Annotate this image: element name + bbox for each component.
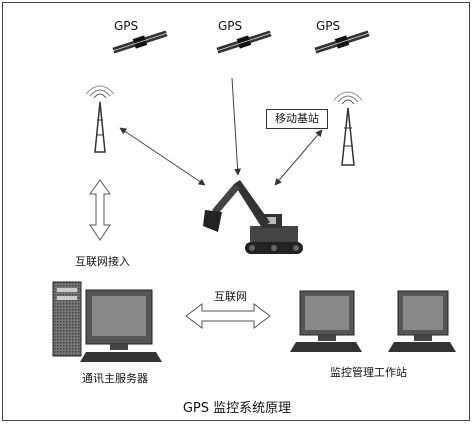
workstation-computer-icon-1: [290, 290, 362, 352]
horizontal-double-arrow: [185, 303, 271, 329]
right-tower-icon: [333, 91, 363, 166]
satellite-icon-2: [216, 30, 272, 54]
monitoring-workstation-label: 监控管理工作站: [330, 366, 407, 379]
workstation-computer-icon-2: [388, 290, 456, 352]
satellite-icon-3: [314, 30, 370, 54]
arrow-station-to-excavator: [274, 129, 323, 186]
arrow-satellite-to-excavator: [231, 77, 242, 176]
main-server-label: 通讯主服务器: [82, 372, 148, 385]
satellite-label-3: GPS: [316, 19, 341, 33]
server-computer-icon: [52, 281, 162, 362]
mobile-base-station-label: 移动基站: [266, 109, 328, 129]
diagram-caption: GPS 监控系统原理: [182, 401, 292, 416]
vertical-double-arrow: [89, 179, 111, 241]
satellite-label-1: GPS: [114, 19, 139, 33]
arrow-tower-to-excavator: [119, 127, 206, 186]
internet-access-label: 互联网接入: [75, 255, 130, 268]
left-tower-icon: [85, 85, 115, 153]
satellite-icon-1: [112, 30, 168, 54]
satellite-label-2: GPS: [218, 19, 243, 33]
internet-label: 互联网: [214, 290, 247, 303]
excavator-icon: [203, 180, 303, 254]
